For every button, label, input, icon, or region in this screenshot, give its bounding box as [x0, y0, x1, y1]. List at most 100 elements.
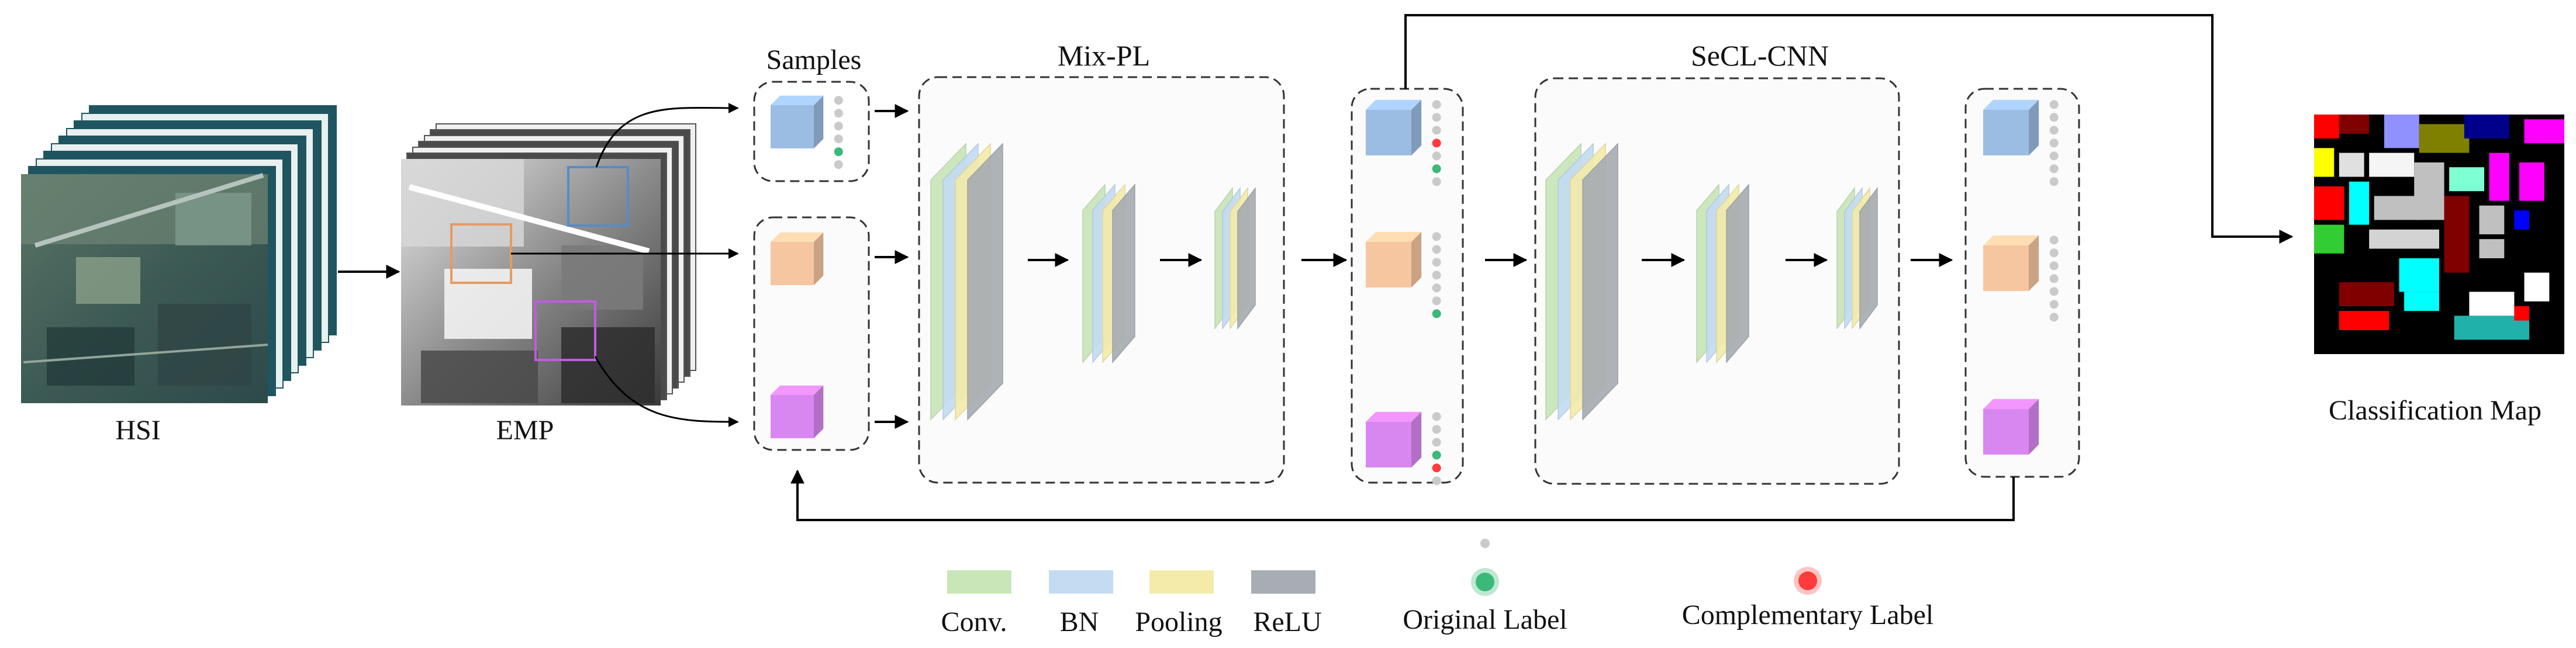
label-dot	[1432, 245, 1441, 254]
classification-map: Classification Map	[2314, 115, 2564, 426]
label-dot	[2049, 274, 2059, 283]
cube-top	[771, 232, 824, 242]
classification-map-region	[2514, 210, 2530, 230]
classification-map-region	[2524, 119, 2564, 144]
layer-slab	[1112, 183, 1135, 364]
legend-swatch-bn	[1049, 570, 1113, 594]
label-dot	[834, 109, 843, 118]
label-dot	[1432, 151, 1441, 161]
secl-cnn-module: SeCL-CNN	[1534, 39, 1900, 485]
legend-label-conv: Conv.	[941, 607, 1007, 637]
secl-stack-3	[1836, 186, 1878, 330]
label-dot	[1432, 425, 1441, 434]
classification-map-region	[2314, 115, 2339, 138]
cube-front	[1983, 245, 2029, 291]
output-cube-orange	[1983, 235, 2059, 322]
label-dot	[2049, 235, 2059, 245]
label-dot	[1432, 309, 1441, 318]
label-dot	[1432, 271, 1441, 280]
labeled-samples-group	[1351, 88, 1464, 486]
cube-top	[1983, 235, 2039, 245]
cube-front	[1366, 422, 1411, 467]
label-dot	[1432, 100, 1441, 109]
cube-top	[1366, 99, 1422, 110]
label-dot	[2049, 138, 2059, 148]
mixpl-stack-3	[1214, 186, 1256, 330]
label-dot	[1432, 258, 1441, 267]
cube-side	[814, 95, 824, 148]
layer-slab	[1237, 186, 1256, 330]
classification-map-region	[2469, 292, 2515, 316]
cube-front	[771, 395, 814, 438]
arrow-patch-purple-to-sample	[594, 356, 739, 427]
mix-pl-module: Mix-PL	[918, 39, 1285, 484]
label-dot	[2049, 300, 2059, 309]
label-dot	[1432, 451, 1441, 460]
label-dot	[2049, 126, 2059, 135]
secl-stack-2	[1696, 183, 1749, 364]
label-dot	[834, 122, 843, 131]
layer-slab	[1859, 186, 1878, 330]
classification-map-region	[2449, 167, 2485, 192]
cube-front	[1366, 242, 1411, 287]
classification-map-region	[2314, 186, 2344, 220]
hsi-cube: HSI	[21, 105, 337, 446]
secl-stack-1	[1545, 143, 1618, 421]
layer-slab	[1726, 183, 1749, 364]
sample-cube-purple	[771, 385, 824, 438]
emp-image-front	[401, 159, 661, 406]
secl-cnn-title: SeCL-CNN	[1691, 39, 1829, 72]
sample-cube-blue	[771, 95, 843, 169]
arrow-patch-blue-to-sample	[595, 102, 739, 168]
emp-label: EMP	[496, 415, 554, 446]
label-dot	[1432, 438, 1441, 447]
classification-map-region	[2374, 196, 2419, 220]
classification-map-region	[2444, 196, 2470, 273]
label-dot	[2049, 287, 2059, 296]
legend: Conv. BN Pooling ReLU Original Label Com…	[941, 539, 1933, 637]
legend-complementary-dot	[1798, 571, 1817, 590]
label-dot	[834, 147, 843, 157]
labeled-cube-blue	[1366, 99, 1441, 186]
classification-map-region	[2514, 306, 2530, 321]
hsi-image-front	[21, 173, 268, 403]
mix-pl-title: Mix-PL	[1058, 39, 1150, 72]
label-dot	[2049, 113, 2059, 122]
label-dot	[2049, 313, 2059, 322]
sample-cube-orange	[771, 232, 824, 285]
cube-top	[771, 385, 824, 395]
legend-label-bn: BN	[1060, 607, 1099, 637]
legend-label-pooling: Pooling	[1135, 607, 1222, 637]
label-dot	[2049, 177, 2059, 186]
samples-title: Samples	[766, 44, 862, 75]
labeled-cube-orange	[1366, 231, 1441, 318]
label-dot	[834, 134, 843, 144]
legend-swatch-pooling	[1149, 570, 1214, 594]
classification-map-region	[2524, 272, 2550, 302]
cube-top	[1983, 398, 2039, 409]
mixpl-stack-2	[1082, 183, 1135, 364]
label-dot	[1432, 296, 1441, 306]
classification-map-label: Classification Map	[2329, 395, 2542, 426]
cube-side	[814, 385, 824, 438]
legend-swatch-relu	[1251, 570, 1315, 594]
cube-side	[814, 232, 824, 285]
classification-map-region	[2339, 282, 2394, 306]
cube-side	[1411, 99, 1422, 155]
label-dot	[1432, 177, 1441, 186]
classification-map-region	[2384, 115, 2419, 148]
label-dot	[1432, 476, 1441, 486]
cube-front	[1983, 110, 2029, 155]
classification-map-region	[2339, 153, 2364, 177]
cube-side	[2029, 99, 2039, 155]
emp-cube: EMP	[401, 123, 696, 446]
label-dot	[834, 160, 843, 169]
classification-map-region	[2489, 153, 2509, 201]
label-dot	[834, 96, 843, 105]
label-dot	[2049, 151, 2059, 161]
cube-side	[1411, 411, 1422, 467]
label-dot	[1432, 463, 1441, 473]
label-dot	[2049, 100, 2059, 109]
cube-side	[1411, 231, 1422, 287]
label-dot	[1432, 412, 1441, 421]
